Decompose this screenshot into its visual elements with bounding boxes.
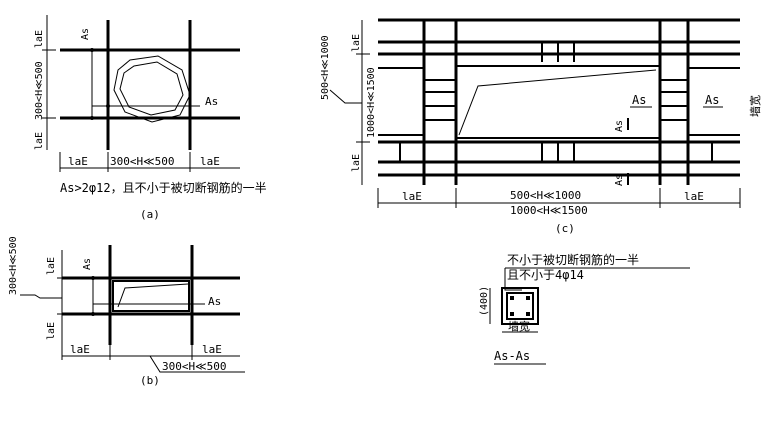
leader-line — [504, 268, 522, 291]
diagram-c: As As As As 墙宽 500<H≪1000 laE 1000<H≪150… — [320, 18, 762, 235]
opening-outline — [113, 55, 191, 123]
caption: (a) — [140, 208, 160, 221]
dim-label: 1000<H≪1500 — [366, 67, 377, 138]
section-title: As-As — [494, 349, 530, 363]
dim-label: laE — [46, 257, 57, 275]
dim-label: laE — [70, 343, 90, 356]
stirrup-rungs — [399, 42, 713, 162]
dim-label: 300<H≪500 — [162, 360, 227, 373]
dim-label: laE — [68, 155, 88, 168]
dim-label: laE — [34, 30, 45, 48]
note-line: 不小于被切断钢筋的一半 — [507, 252, 639, 267]
section-as-as: 不小于被切断钢筋的一半 且不小于4φ14 (400) 墙宽 As-As — [479, 252, 690, 365]
note-line: 且不小于4φ14 — [507, 268, 584, 282]
diagram-a: As As laE 300<H≪500 laE laE 300<H≪500 la… — [34, 15, 267, 221]
dim-label: 1000<H≪1500 — [510, 204, 588, 217]
dim-label: 500<H≪1000 — [510, 189, 581, 202]
dim-label: laE — [351, 34, 362, 52]
wall-width-label: 墙宽 — [508, 319, 530, 333]
dim-label: laE — [684, 190, 704, 203]
leader-line — [329, 89, 362, 104]
as-label: As — [82, 258, 93, 270]
diagram-b: As As 300<H≪500 laE laE laE laE 300<H≪50… — [8, 236, 245, 387]
opening-outline — [455, 65, 661, 139]
as-label: As — [705, 93, 719, 107]
dim-label: laE — [202, 343, 222, 356]
dim-label: 300<H≪500 — [34, 61, 45, 120]
rebar-dot — [510, 296, 514, 300]
node — [91, 276, 95, 280]
as-label: As — [208, 295, 221, 308]
opening-inner — [119, 61, 184, 116]
dim-label: laE — [200, 155, 220, 168]
as-label: As — [614, 120, 625, 132]
node — [106, 104, 110, 108]
caption: (c) — [555, 222, 575, 235]
node — [90, 116, 94, 120]
leader-line — [20, 294, 62, 299]
dim-label: laE — [46, 322, 57, 340]
wall-width-label: 墙宽 — [748, 95, 762, 117]
dim-label: (400) — [479, 286, 490, 316]
opening-outline — [112, 280, 190, 312]
caption: (b) — [140, 374, 160, 387]
dim-label: 300<H≪500 — [110, 155, 175, 168]
rebar-dot — [510, 312, 514, 316]
as-label: As — [80, 28, 91, 40]
as-label: As — [614, 174, 625, 186]
leader-line — [149, 355, 245, 373]
opening-inner — [117, 283, 189, 308]
node — [91, 312, 95, 316]
dim-label: laE — [34, 132, 45, 150]
rebar-dot — [526, 312, 530, 316]
node — [90, 48, 94, 52]
dim-label: 500<H≪1000 — [320, 35, 331, 100]
rebar-dot — [526, 296, 530, 300]
stirrup — [506, 292, 534, 320]
dim-label: 300<H≪500 — [8, 236, 19, 295]
dim-label: laE — [402, 190, 422, 203]
section-outline — [501, 287, 539, 325]
as-label: As — [205, 95, 218, 108]
as-label: As — [632, 93, 646, 107]
opening-inner — [458, 69, 657, 136]
note-text: As>2φ12，且不小于被切断钢筋的一半 — [60, 180, 267, 195]
dim-label: laE — [351, 154, 362, 172]
